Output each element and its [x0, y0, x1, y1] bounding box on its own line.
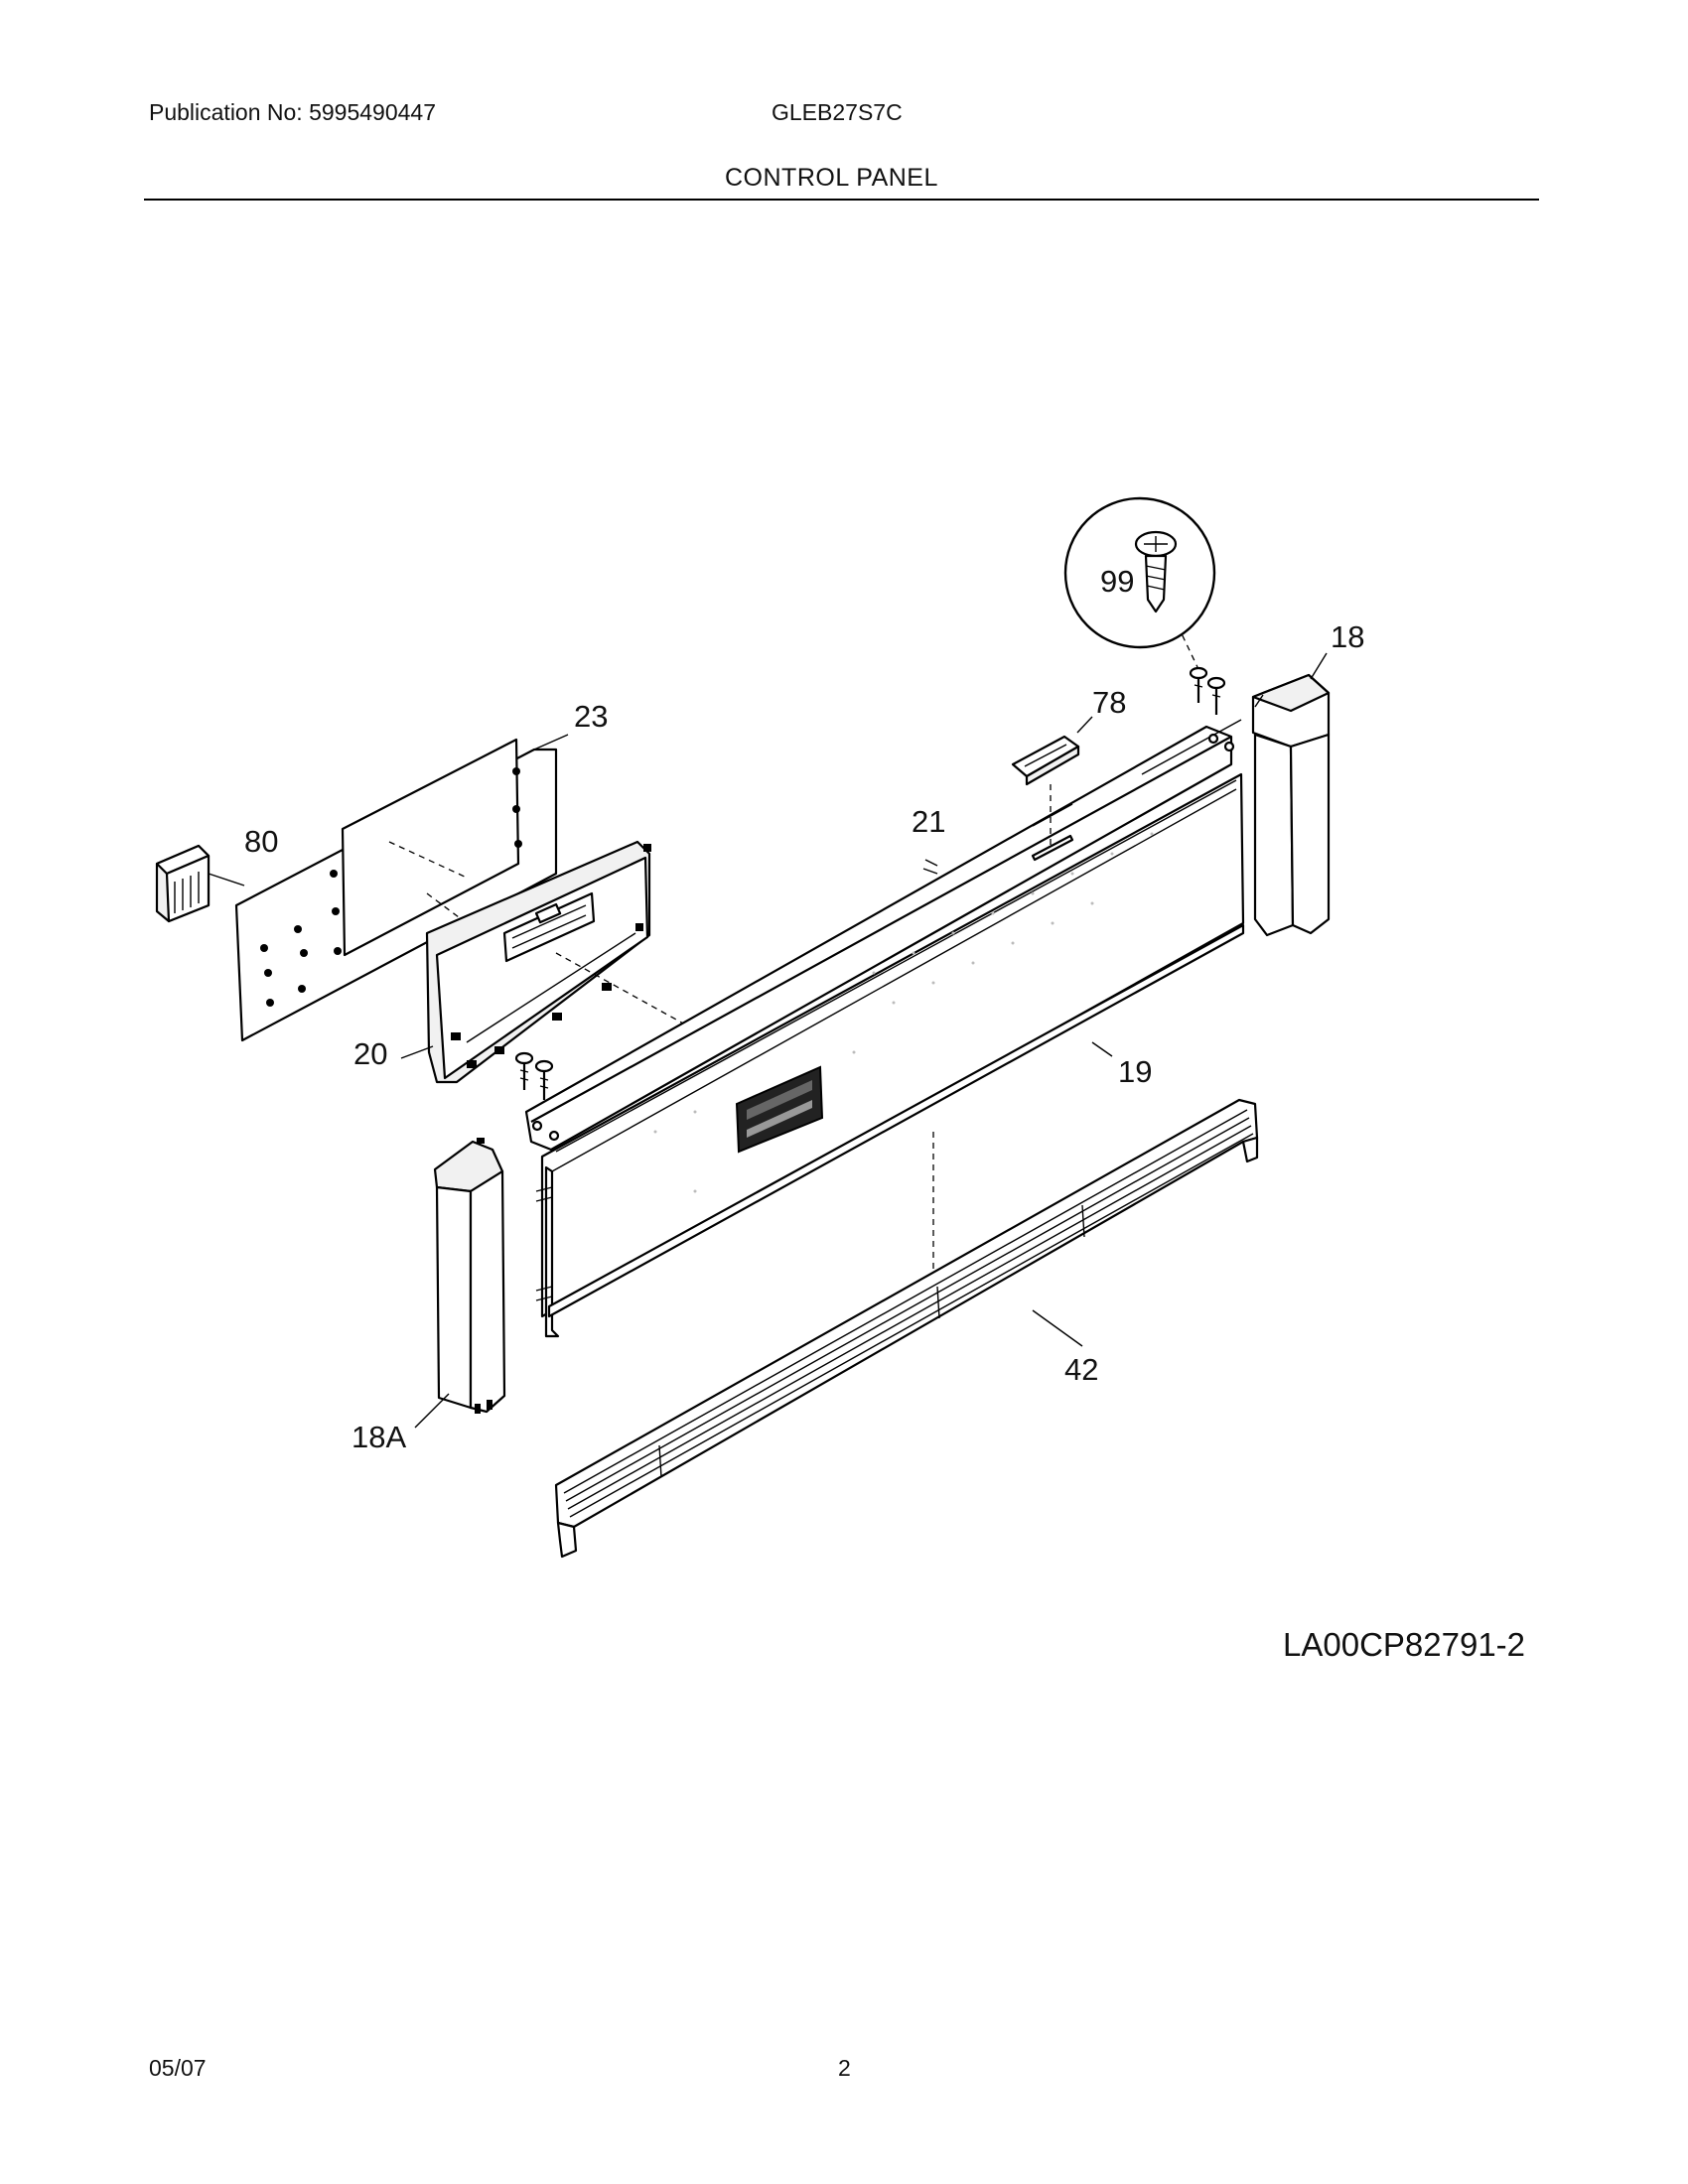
part-78-clip [1011, 716, 1093, 862]
part-19-front-panel [535, 772, 1245, 1338]
callout-99: 99 [1100, 564, 1134, 599]
part-99-screw-detail [1063, 496, 1216, 649]
part-23-cover-plate [234, 734, 569, 1042]
part-18a-left-end-cap [414, 1138, 506, 1429]
callout-78: 78 [1092, 685, 1126, 720]
callout-18: 18 [1331, 619, 1364, 654]
publication-date: 05/07 [149, 2055, 207, 2081]
part-80-connector [155, 844, 245, 923]
header-divider [144, 199, 1539, 201]
callout-42: 42 [1064, 1352, 1098, 1387]
model-number: GLEB27S7C [772, 99, 903, 125]
panel-screws-right [1177, 624, 1226, 715]
part-42-vent-trim [554, 1098, 1259, 1559]
publication-number: Publication No: 5995490447 [149, 99, 437, 125]
drawing-code: LA00CP82791-2 [1283, 1626, 1525, 1663]
callout-80: 80 [244, 824, 278, 859]
callout-19: 19 [1118, 1054, 1152, 1089]
callout-20: 20 [353, 1036, 387, 1071]
callout-21: 21 [912, 804, 945, 839]
part-20-control-board [400, 840, 686, 1084]
part-18-right-end-cap [1251, 652, 1331, 937]
callout-18a: 18A [352, 1420, 406, 1454]
page-number: 2 [838, 2055, 851, 2081]
callout-23: 23 [574, 699, 608, 734]
section-title: CONTROL PANEL [725, 164, 938, 192]
part-21-panel-frame [524, 719, 1242, 1152]
panel-screws-left [514, 1051, 554, 1100]
